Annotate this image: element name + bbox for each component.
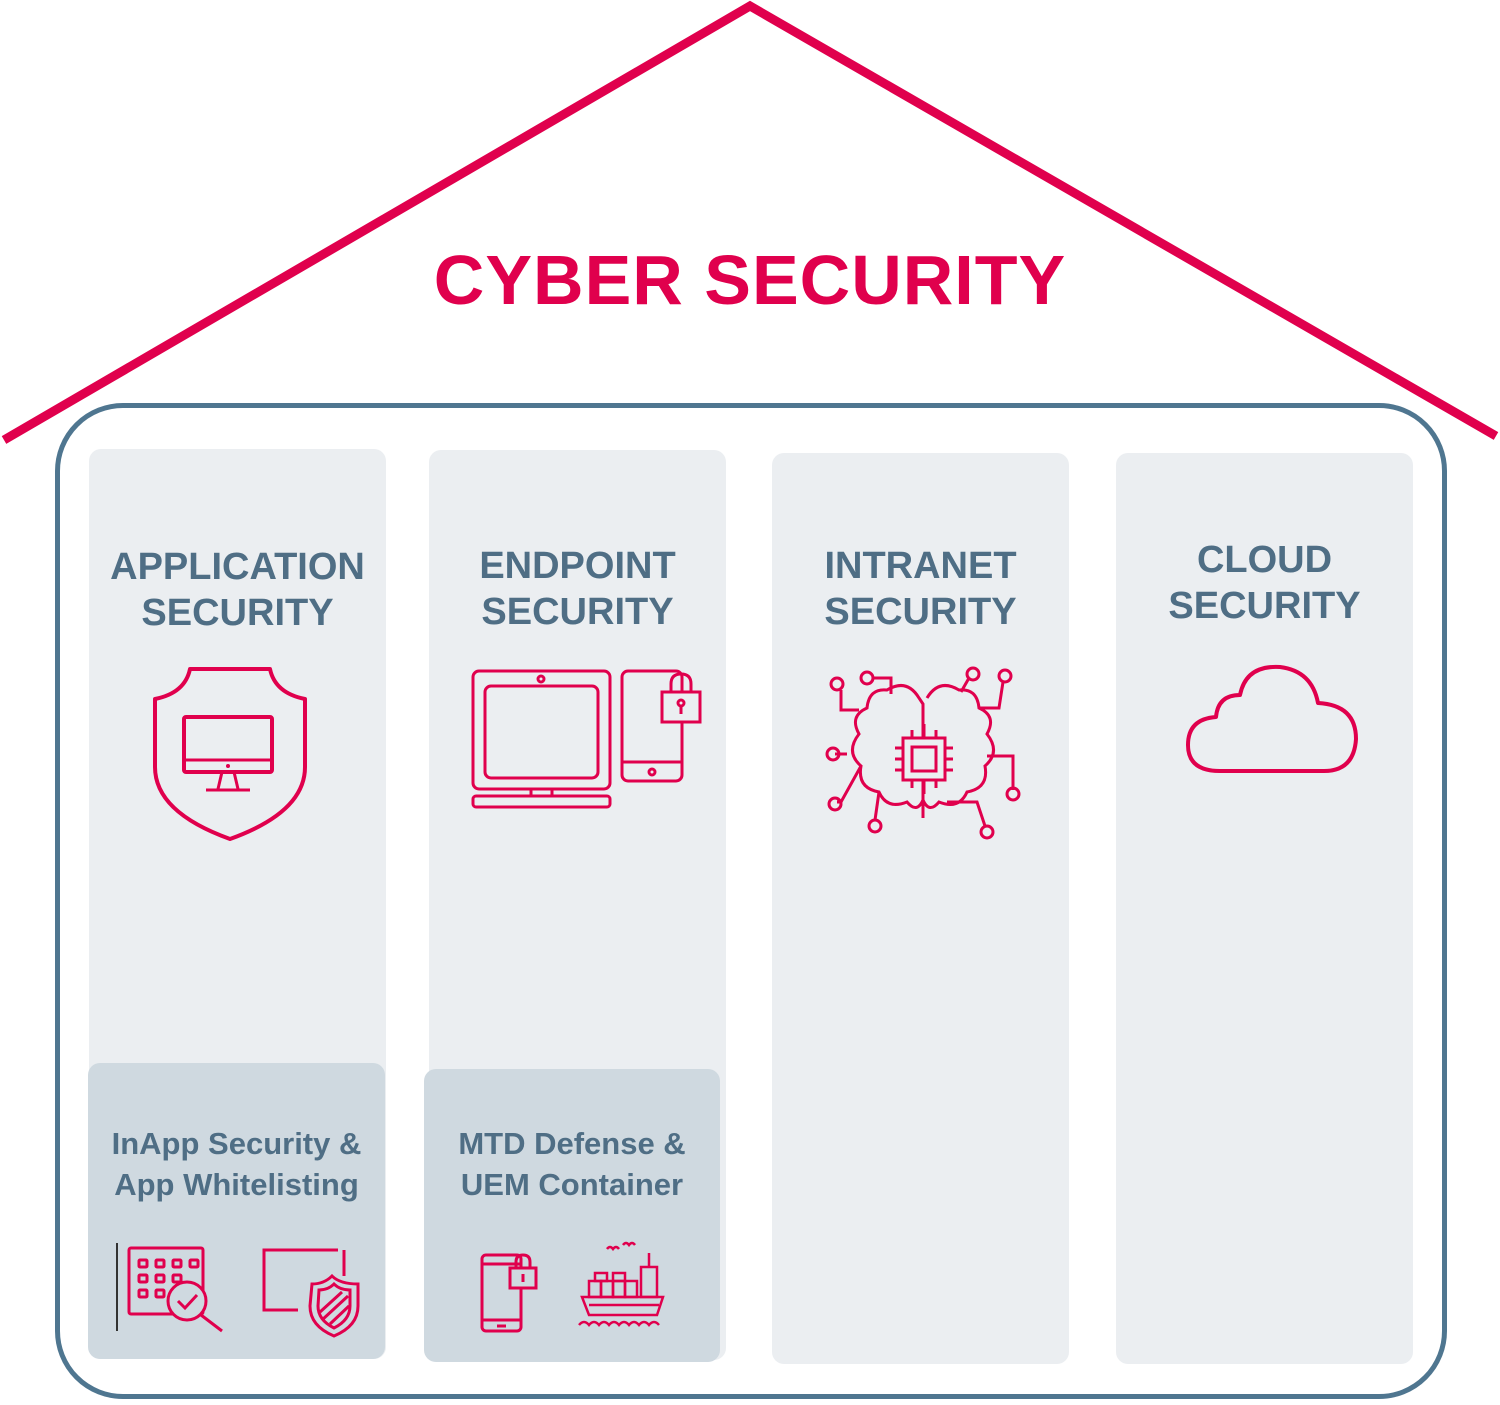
- sub-panel-title-line: InApp Security &: [111, 1126, 362, 1161]
- pillar-intranet-security: INTRANET SECURITY: [772, 453, 1069, 1364]
- sub-panel-title-line: MTD Defense &: [458, 1126, 686, 1161]
- pillar-title: INTRANET SECURITY: [772, 543, 1069, 635]
- pillar-title-line: SECURITY: [1168, 585, 1361, 627]
- pillar-title-line: SECURITY: [824, 591, 1017, 633]
- pillar-title-line: APPLICATION: [110, 546, 365, 588]
- sub-panel-title: MTD Defense & UEM Container: [424, 1123, 720, 1205]
- ship-container-icon: [578, 1241, 665, 1327]
- diagram-title: CYBER SECURITY: [433, 241, 1067, 319]
- phone-lock-icon: [480, 1253, 538, 1333]
- sub-panel-title-line: UEM Container: [460, 1167, 684, 1202]
- pillar-title: ENDPOINT SECURITY: [429, 543, 726, 635]
- sub-panel-mtd-defense: MTD Defense & UEM Container: [424, 1069, 720, 1362]
- shield-screen-icon: [262, 1248, 360, 1338]
- shield-monitor-icon: [153, 667, 307, 841]
- pillar-title: CLOUD SECURITY: [1116, 537, 1413, 629]
- house-frame: [55, 403, 1447, 1399]
- pillar-title-line: SECURITY: [481, 591, 674, 633]
- devices-lock-icon: [471, 669, 702, 809]
- pillar-title: APPLICATION SECURITY: [89, 544, 386, 636]
- pillar-title-line: INTRANET: [824, 545, 1017, 587]
- app-scan-icon: [116, 1243, 223, 1333]
- pillar-cloud-security: CLOUD SECURITY: [1116, 453, 1413, 1364]
- pillar-title-line: ENDPOINT: [479, 545, 676, 587]
- pillar-title-line: CLOUD: [1196, 539, 1333, 581]
- cloud-icon: [1186, 664, 1358, 773]
- sub-panel-title-line: App Whitelisting: [114, 1167, 359, 1202]
- sub-panel-inapp-security: InApp Security & App Whitelisting: [88, 1063, 385, 1359]
- pillar-title-line: SECURITY: [141, 592, 334, 634]
- roof-outline: [1, 0, 1499, 444]
- sub-panel-title: InApp Security & App Whitelisting: [88, 1123, 385, 1205]
- brain-chip-icon: [825, 666, 1021, 840]
